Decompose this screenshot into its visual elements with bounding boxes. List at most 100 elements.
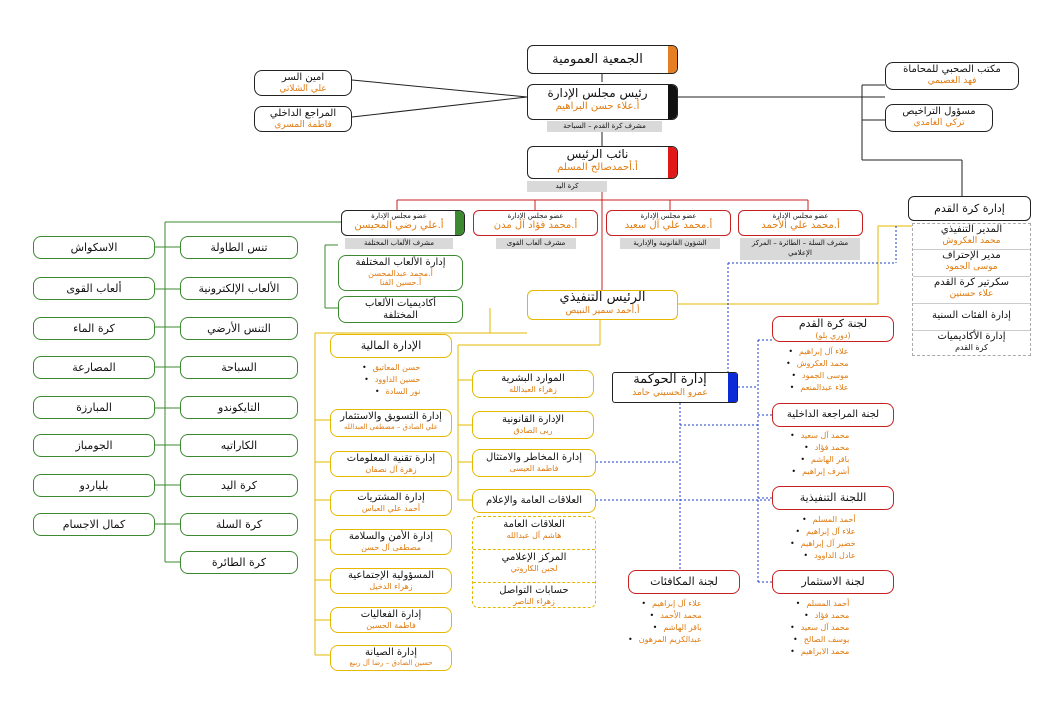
pr-sub-title: المركز الإعلامي	[501, 552, 567, 563]
committee-member: أشرف إبراهيم	[790, 466, 849, 478]
member-box[interactable]: عضو مجلس الإدارة أ.محمد فؤاد آل مدن	[473, 210, 598, 236]
sport-label: المبارزة	[76, 401, 112, 414]
football-item[interactable]: سكرتير كرة القدم علاء حسنين	[913, 277, 1030, 304]
pr-box[interactable]: العلاقات العامة والإعلام	[472, 489, 596, 513]
committee-member: عادل الداوود	[790, 550, 856, 562]
sport-item[interactable]: الاسكواش	[33, 236, 155, 259]
sport-item[interactable]: كرة اليد	[180, 474, 298, 497]
security-box[interactable]: إدارة الأمن والسلامة مصطفى آل حسن	[330, 529, 452, 555]
it-title: إدارة تقنية المعلومات	[346, 453, 436, 464]
marketing-box[interactable]: إدارة التسويق والاستثمار علي الصادق – مص…	[330, 409, 452, 437]
finance-box[interactable]: الإدارة المالية	[330, 334, 452, 358]
licenses-box[interactable]: مسؤول التراخيص تركي الغامدي	[885, 104, 993, 132]
academies-box[interactable]: أكاديميات الألعاب المختلفة	[338, 296, 463, 323]
sport-item[interactable]: المصارعة	[33, 356, 155, 379]
sport-item[interactable]: كرة السلة	[180, 513, 298, 536]
committee-exec-box[interactable]: اللجنة التنفيذية	[772, 486, 894, 510]
committee-member: محمد فؤاد	[790, 442, 850, 454]
general-assembly-box[interactable]: الجمعية العمومية	[527, 45, 678, 74]
committee-title: لجنة المراجعة الداخلية	[786, 409, 880, 420]
social-box[interactable]: المسؤولية الإجتماعية زهراء الدخيل	[330, 568, 452, 594]
member-tag: مشرف السلة – الطائرة – المركز الإعلامي	[740, 238, 860, 260]
purchasing-title: إدارة المشتريات	[357, 492, 425, 503]
sport-item[interactable]: كرة الطائرة	[180, 551, 298, 574]
governance-name: عمرو الحسيني حامد	[632, 387, 708, 398]
vice-president-box[interactable]: نائب الرئيس أ.أحمدصالح المسلم	[527, 146, 678, 179]
secretary-box[interactable]: امين السر علي الشلاتي	[254, 70, 352, 96]
events-name: فاطمة الحسين	[366, 620, 416, 630]
governance-box[interactable]: إدارة الحوكمة عمرو الحسيني حامد	[612, 372, 738, 403]
committee-football-box[interactable]: لجنة كرة القدم (دوري بلو)	[772, 316, 894, 342]
pr-sub-item[interactable]: حسابات التواصل زهراء الناصر	[473, 585, 595, 607]
committee-member: باقر الهاشم	[628, 622, 701, 634]
member-box[interactable]: عضو مجلس الإدارة أ.علي رضي المحيسن	[341, 210, 465, 236]
committee-member: خضير آل إبراهيم	[790, 538, 856, 550]
football-item-title: سكرتير كرة القدم	[934, 277, 1009, 288]
hr-box[interactable]: الموارد البشرية زهراء العبدالله	[472, 370, 594, 398]
events-box[interactable]: إدارة الفعاليات فاطمة الحسين	[330, 607, 452, 633]
football-item[interactable]: إدارة الفئات السنية	[913, 304, 1030, 331]
pr-sub-item[interactable]: العلاقات العامة هاشم آل عبدالله	[473, 519, 595, 550]
football-dept-box[interactable]: إدارة كرة القدم	[908, 196, 1031, 221]
committee-rewards-box[interactable]: لجنة المكافئات	[628, 570, 740, 594]
sport-label: السباحة	[221, 361, 257, 374]
maintenance-box[interactable]: إدارة الصيانة حسين الصادق – رضا آل ربيع	[330, 645, 452, 671]
accent-bar	[728, 373, 737, 402]
sport-item[interactable]: التايكوندو	[180, 396, 298, 419]
sport-item[interactable]: كمال الاجسام	[33, 513, 155, 536]
sport-label: الاسكواش	[70, 241, 118, 254]
sport-item[interactable]: كرة الماء	[33, 317, 155, 340]
committee-invest-box[interactable]: لجنة الاستثمار	[772, 570, 894, 594]
it-box[interactable]: إدارة تقنية المعلومات زهرة آل نصفان	[330, 451, 452, 477]
risk-name: فاطمة العيسى	[509, 463, 559, 473]
law-office-box[interactable]: مكتب الصحبي للمحاماة فهد العصيمي	[885, 62, 1019, 90]
sport-label: كمال الاجسام	[62, 518, 126, 531]
committee-member: يوسف الصالح	[790, 634, 850, 646]
sport-item[interactable]: الجومباز	[33, 434, 155, 457]
ceo-box[interactable]: الرئيس التنفيذي أ.أحمد سمير النبيص	[527, 290, 678, 320]
sport-item[interactable]: بلياردو	[33, 474, 155, 497]
legal-box[interactable]: الإدارة القانونية ربى الصادق	[472, 411, 594, 439]
committee-title: لجنة المكافئات	[650, 575, 718, 588]
committee-member: عبدالكريم المرهون	[628, 634, 702, 646]
vice-title: نائب الرئيس	[566, 147, 629, 161]
misc-games-box[interactable]: إدارة الألعاب المختلفة أ.محمد عبدالمحسن …	[338, 255, 463, 291]
pr-sub-name: هاشم آل عبدالله	[506, 530, 562, 540]
sport-item[interactable]: الألعاب الإلكترونية	[180, 277, 298, 300]
vice-name: أ.أحمدصالح المسلم	[557, 161, 638, 173]
licenses-name: تركي الغامدي	[913, 117, 965, 128]
pr-sub-item[interactable]: المركز الإعلامي لجين الكاروتي	[473, 552, 595, 583]
chairman-box[interactable]: رئيس مجلس الإدارة أ.علاء حسن البراهيم	[527, 84, 678, 120]
sport-item[interactable]: الكاراتيه	[180, 434, 298, 457]
football-item[interactable]: المدير التنفيذي محمد العكروش	[913, 224, 1030, 250]
sport-item[interactable]: ألعاب القوى	[33, 277, 155, 300]
member-box[interactable]: عضو مجلس الإدارة أ.محمد علي آل سعيد	[606, 210, 731, 236]
member-name: أ.محمد علي الأحمد	[761, 220, 840, 232]
committee-member: محمد الابراهيم	[790, 646, 849, 658]
committee-member: أحمد المسلم	[790, 514, 856, 526]
internal-auditor-box[interactable]: المراجع الداخلي فاطمة المسري	[254, 106, 352, 132]
football-item-title: إدارة الفئات السنية	[932, 310, 1011, 321]
football-item-name: علاء حسنين	[949, 288, 994, 299]
hr-title: الموارد البشرية	[501, 373, 565, 384]
member-box[interactable]: عضو مجلس الإدارة أ.محمد علي الأحمد	[738, 210, 863, 236]
sport-item[interactable]: السباحة	[180, 356, 298, 379]
secretary-name: علي الشلاتي	[279, 83, 327, 94]
member-tag: الشؤون القانونية والإدارية	[620, 238, 720, 249]
committee-member: علاء عبدالمنعم	[786, 382, 848, 394]
risk-box[interactable]: إدارة المخاطر والامتثال فاطمة العيسى	[472, 449, 596, 477]
member-title: عضو مجلس الإدارة	[507, 212, 564, 220]
purchasing-box[interactable]: إدارة المشتريات أحمد علي العباس	[330, 490, 452, 516]
football-item[interactable]: إدارة الأكاديميات كرة القدم	[913, 331, 1030, 355]
sport-item[interactable]: تنس الطاولة	[180, 236, 298, 259]
purchasing-name: أحمد علي العباس	[361, 503, 421, 513]
sport-item[interactable]: التنس الأرضي	[180, 317, 298, 340]
internal-auditor-title: المراجع الداخلي	[269, 108, 337, 119]
committee-audit-box[interactable]: لجنة المراجعة الداخلية	[772, 403, 894, 427]
finance-member: حسين الداوود	[362, 374, 421, 386]
football-item-name: موسى الجمود	[945, 261, 998, 272]
football-item[interactable]: مدير الإحتراف موسى الجمود	[913, 250, 1030, 277]
football-dept-list: المدير التنفيذي محمد العكروش مدير الإحتر…	[912, 223, 1031, 356]
sport-item[interactable]: المبارزة	[33, 396, 155, 419]
committee-member: محمد آل سعيد	[790, 430, 850, 442]
